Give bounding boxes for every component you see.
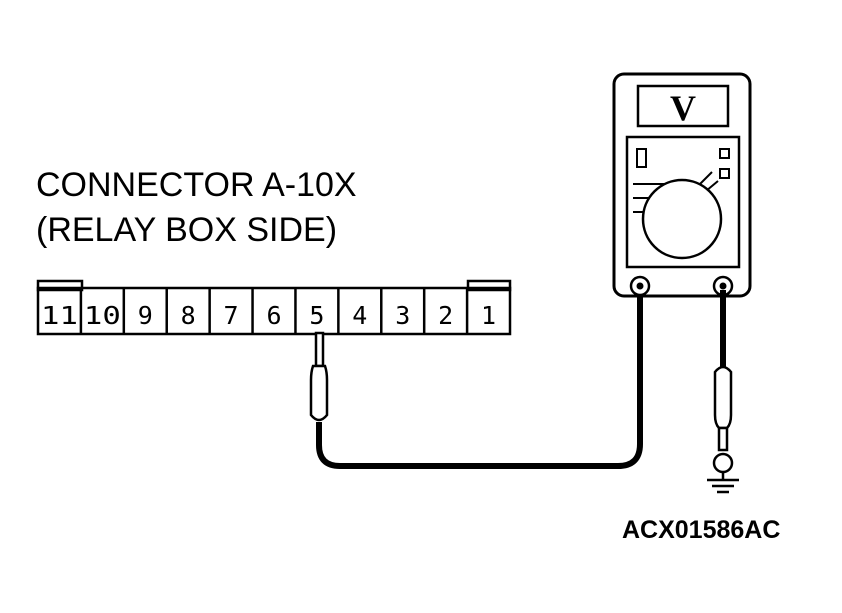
meter-button-left xyxy=(636,148,647,168)
connector-title: CONNECTOR A-10X xyxy=(36,166,357,204)
probe-icon xyxy=(309,331,329,422)
pin-dividers xyxy=(79,288,469,334)
pin-label-11: 11 xyxy=(41,301,78,330)
pin-label-6: 6 xyxy=(266,301,281,330)
connector-right-latch xyxy=(466,279,512,292)
connector-a-10x xyxy=(36,279,512,336)
pin-label-7: 7 xyxy=(224,301,239,330)
pin-label-10: 10 xyxy=(84,301,121,330)
voltmeter-icon: V xyxy=(612,72,752,298)
meter-button-right-top xyxy=(719,148,730,159)
meter-mode-label: V xyxy=(670,88,696,128)
ground-probe xyxy=(712,365,734,474)
connector-left-latch xyxy=(36,279,84,292)
pin-label-1: 1 xyxy=(481,301,496,330)
connector-housing xyxy=(36,286,512,336)
test-lead-wire-black xyxy=(316,286,643,469)
pin-label-8: 8 xyxy=(181,301,196,330)
meter-display xyxy=(636,84,730,128)
pin-label-3: 3 xyxy=(395,301,410,330)
pin-label-4: 4 xyxy=(352,301,367,330)
connector-subtitle: (RELAY BOX SIDE) xyxy=(36,211,337,249)
pin-label-2: 2 xyxy=(438,301,453,330)
meter-dial xyxy=(641,178,723,260)
pin-label-9: 9 xyxy=(138,301,153,330)
ground-icon xyxy=(707,472,739,494)
figure-code: ACX01586AC xyxy=(622,516,780,544)
pin-label-5: 5 xyxy=(309,301,324,330)
meter-button-right-bottom xyxy=(719,168,730,179)
